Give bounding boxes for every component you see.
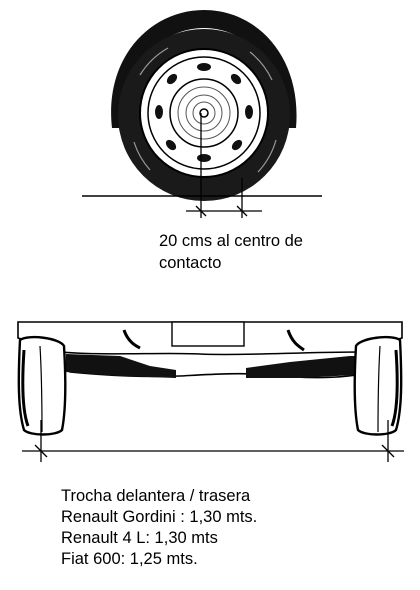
wheel-caption-line-1: 20 cms al centro de [159,232,303,250]
track-tick-right [381,444,395,458]
right-tire-tread [390,349,399,427]
hub-ring-1 [177,86,231,140]
wheel-arch [111,10,297,128]
right-suspension [246,356,372,378]
center-recess [171,321,245,347]
rim-slots [155,63,253,162]
left-tire-wall [39,345,43,433]
right-tire-wall [377,345,381,433]
hub-ring-3 [192,101,216,125]
rim-inner-ring [147,56,261,170]
tire-hatching [133,47,277,173]
hub-ring-2 [185,94,223,132]
wheel-caption: 20 cms al centro de contacto [159,231,303,275]
right-pipe [286,329,305,352]
track-caption-line-1: Trocha delantera / trasera [61,487,251,505]
axle-figure [17,321,404,462]
left-suspension [66,354,176,378]
hub-center [199,108,209,118]
track-caption-line-2: Renault Gordini : 1,30 mts. [61,508,258,526]
wheel-figure [82,10,322,218]
dimension-tick-left [195,205,207,217]
track-tick-left [34,444,48,458]
left-tire-tread [21,349,30,427]
dimension-tick-right [236,205,248,217]
body-lower-edge [59,351,363,356]
track-caption-line-3: Renault 4 L: 1,30 mts [61,529,218,547]
wheel-caption-line-2: contacto [159,254,222,272]
track-caption: Trocha delantera / trasera Renault Gordi… [61,486,257,570]
left-pipe [122,329,141,350]
track-caption-line-4: Fiat 600: 1,25 mts. [61,550,198,568]
